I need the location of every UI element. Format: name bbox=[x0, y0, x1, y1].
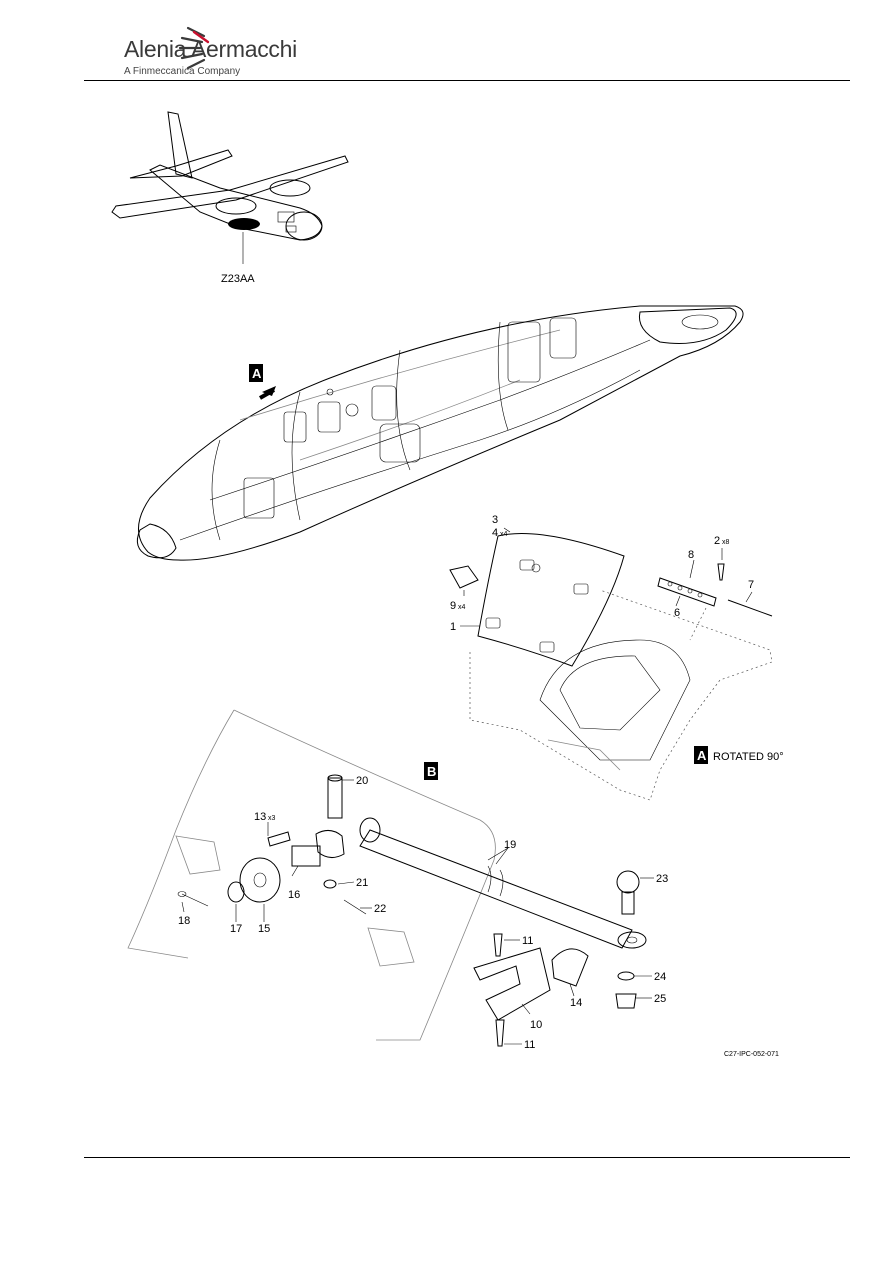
callout-9-qty: x4 bbox=[458, 604, 466, 611]
callout-14: 14 bbox=[570, 997, 582, 1009]
callout-19: 19 bbox=[504, 839, 516, 851]
callout-8: 8 bbox=[688, 549, 694, 561]
callout-13: 13 bbox=[254, 811, 266, 823]
callout-17: 17 bbox=[230, 923, 242, 935]
callout-21: 21 bbox=[356, 877, 368, 889]
callout-7: 7 bbox=[748, 579, 754, 591]
callout-3: 3 bbox=[492, 514, 498, 526]
brand-subtitle: A Finmeccanica Company bbox=[124, 66, 241, 77]
callout-6: 6 bbox=[674, 607, 680, 619]
view-a-caption: ROTATED 90° bbox=[713, 751, 784, 763]
view-a-panel bbox=[449, 527, 773, 801]
callout-4: 4 bbox=[492, 527, 498, 539]
callout-9: 9 bbox=[450, 600, 456, 612]
fuselage-cutaway: A bbox=[136, 305, 744, 561]
callout-25: 25 bbox=[654, 993, 666, 1005]
callout-11-top: 11 bbox=[522, 935, 533, 947]
aircraft-ref-label: Z23AA bbox=[221, 273, 255, 285]
callout-18: 18 bbox=[178, 915, 190, 927]
view-b-assembly: B bbox=[127, 709, 654, 1047]
callout-10: 10 bbox=[530, 1019, 542, 1031]
callout-22: 22 bbox=[374, 903, 386, 915]
brand-name: Alenia Aermacchi bbox=[124, 36, 297, 62]
footer-rule bbox=[84, 1157, 850, 1158]
figure-reference: C27-IPC-052-071 bbox=[724, 1051, 779, 1058]
view-a-caption-flag: A bbox=[697, 748, 707, 763]
callout-24: 24 bbox=[654, 971, 666, 983]
callout-4-qty: x4 bbox=[500, 531, 508, 538]
callout-2-qty: x8 bbox=[722, 539, 730, 546]
header-rule bbox=[84, 80, 850, 81]
callout-16: 16 bbox=[288, 889, 300, 901]
callout-2: 2 bbox=[714, 535, 720, 547]
callout-13-qty: x3 bbox=[268, 815, 276, 822]
callout-15: 15 bbox=[258, 923, 270, 935]
callout-11-bottom: 11 bbox=[524, 1039, 535, 1051]
view-b-flag: B bbox=[427, 764, 436, 779]
callout-23: 23 bbox=[656, 873, 668, 885]
alenia-logo-icon bbox=[178, 26, 210, 70]
view-a-flag: A bbox=[252, 366, 262, 381]
aircraft-locator: Z23AA bbox=[111, 111, 349, 285]
callout-20: 20 bbox=[356, 775, 368, 787]
callout-1: 1 bbox=[450, 621, 456, 633]
